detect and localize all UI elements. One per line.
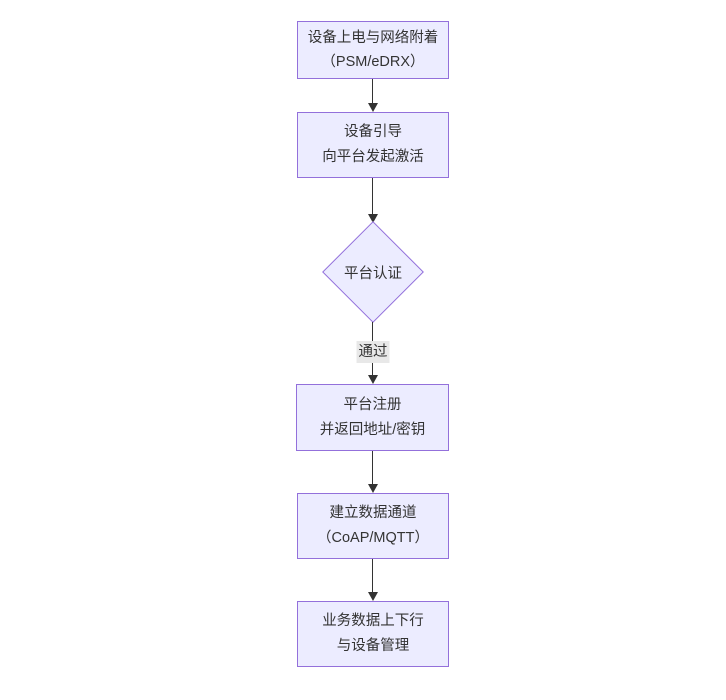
arrowhead-down-icon bbox=[368, 484, 378, 493]
node-business-data-line2: 与设备管理 bbox=[336, 638, 410, 654]
node-platform-register: 平台注册 并返回地址/密钥 bbox=[296, 384, 449, 451]
node-data-channel-line2: （CoAP/MQTT） bbox=[317, 530, 429, 546]
edge-label-pass: 通过 bbox=[356, 341, 390, 363]
arrowhead-down-icon bbox=[368, 375, 378, 384]
node-bootstrap: 设备引导 向平台发起激活 bbox=[297, 112, 449, 178]
node-platform-register-line1: 平台注册 bbox=[343, 396, 402, 413]
node-business-data-line1: 业务数据上下行 bbox=[322, 613, 424, 629]
node-power-attach: 设备上电与网络附着 （PSM/eDRX） bbox=[297, 21, 449, 79]
arrowhead-down-icon bbox=[368, 214, 378, 223]
node-business-data: 业务数据上下行 与设备管理 bbox=[297, 601, 449, 667]
arrowhead-down-icon bbox=[368, 103, 378, 112]
node-bootstrap-line1: 设备引导 bbox=[344, 124, 402, 140]
decision-platform-auth-label: 平台认证 bbox=[344, 265, 402, 282]
edge-bootstrap-to-auth-line bbox=[372, 178, 373, 214]
node-power-attach-line2: （PSM/eDRX） bbox=[321, 54, 425, 70]
node-data-channel-line1: 建立数据通道 bbox=[329, 505, 417, 521]
edge-power-to-bootstrap-line bbox=[372, 79, 373, 103]
node-power-attach-line1: 设备上电与网络附着 bbox=[307, 30, 439, 46]
decision-platform-auth: 平台认证 bbox=[322, 221, 424, 323]
arrowhead-down-icon bbox=[368, 592, 378, 601]
node-data-channel: 建立数据通道 （CoAP/MQTT） bbox=[297, 493, 449, 559]
edge-register-to-channel-line bbox=[372, 451, 373, 484]
node-bootstrap-line2: 向平台发起激活 bbox=[322, 149, 424, 165]
edge-channel-to-business-line bbox=[372, 559, 373, 592]
node-platform-register-line2: 并返回地址/密钥 bbox=[319, 421, 426, 438]
